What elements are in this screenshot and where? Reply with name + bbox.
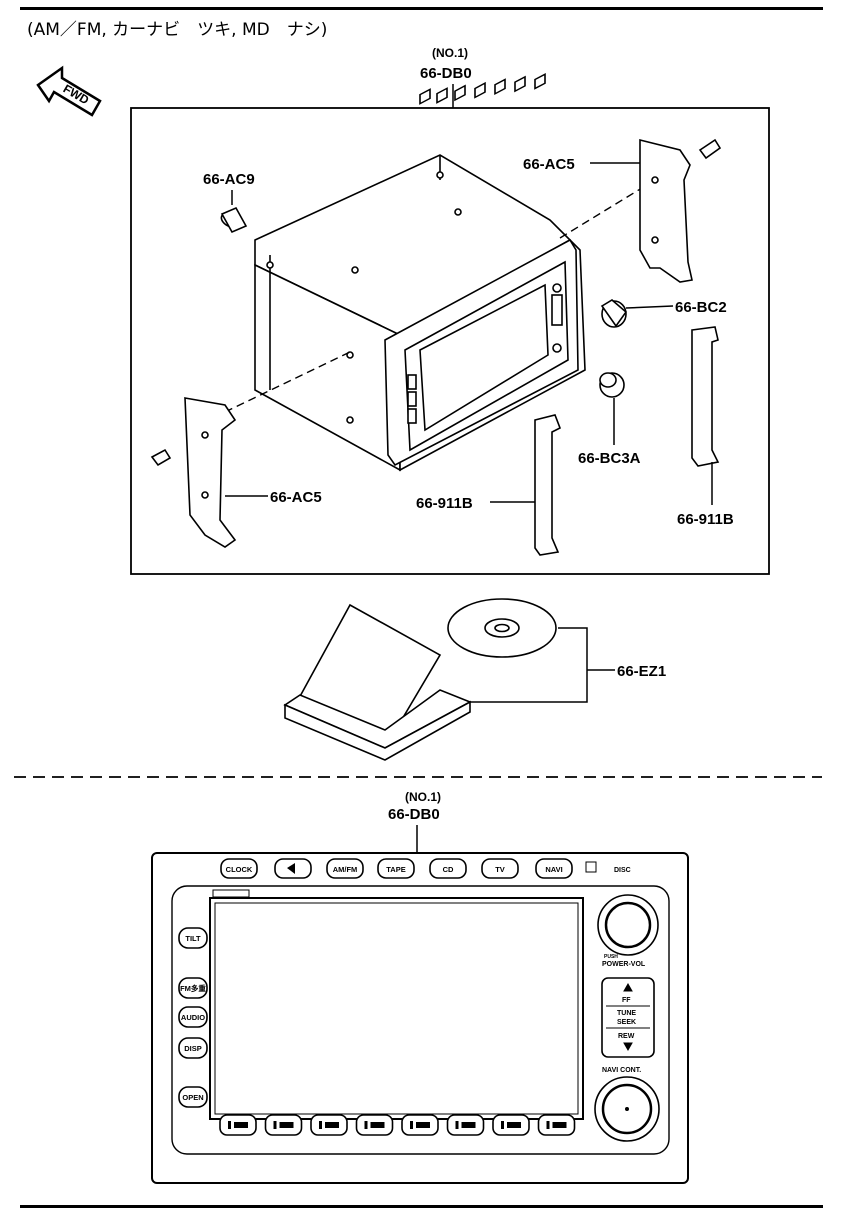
top-button-clock[interactable]: CLOCK — [220, 858, 258, 879]
top-button-tv[interactable]: TV — [481, 858, 519, 879]
fwd-arrow-icon: FWD — [36, 65, 102, 117]
left-button-1[interactable]: FM多重 — [178, 977, 208, 999]
part-ac5-bottom-bracket — [150, 397, 237, 548]
tune-label: TUNE — [617, 1010, 636, 1017]
label-bc3a: 66-BC3A — [578, 450, 641, 467]
soft-key[interactable] — [355, 1114, 394, 1136]
left-button-label: FM多重 — [180, 983, 206, 993]
part-bc2-knob — [600, 299, 628, 328]
left-button-label: DISP — [184, 1044, 202, 1053]
left-button-label: AUDIO — [181, 1013, 205, 1022]
soft-key[interactable] — [264, 1114, 303, 1136]
top-button-label: CLOCK — [226, 865, 253, 874]
left-button-3[interactable]: DISP — [178, 1037, 208, 1059]
rew-label: REW — [618, 1033, 635, 1040]
top-button-label: NAVI — [545, 865, 562, 874]
disc-logo: DISC — [614, 867, 631, 874]
bottom-rule — [20, 1205, 823, 1208]
soft-key[interactable] — [446, 1114, 485, 1136]
top-button-label: TAPE — [386, 865, 405, 874]
seek-label: SEEK — [617, 1019, 636, 1026]
top-button-mode[interactable] — [274, 858, 312, 879]
label-ez1: 66-EZ1 — [617, 663, 666, 680]
exploded-view-frame — [130, 107, 770, 575]
assembly-ref-top: (NO.1) — [432, 46, 468, 60]
label-911b-right: 66-911B — [677, 511, 734, 528]
eject-icon[interactable] — [585, 861, 597, 873]
top-button-navi[interactable]: NAVI — [535, 858, 573, 879]
top-rule — [20, 7, 823, 10]
navigation-unit-body — [254, 72, 586, 472]
section-title: (AM／FM, カーナビ ツキ, MD ナシ) — [27, 20, 327, 40]
left-button-4[interactable]: OPEN — [178, 1086, 208, 1108]
ff-label: FF — [622, 997, 631, 1004]
soft-key[interactable] — [537, 1114, 576, 1136]
navi-controller-knob[interactable] — [594, 1076, 660, 1142]
power-volume-knob[interactable] — [597, 894, 659, 956]
part-911b-right-bracket — [691, 326, 720, 467]
left-button-label: TILT — [185, 934, 201, 943]
soft-key[interactable] — [401, 1114, 439, 1136]
assembly-ref-bottom: (NO.1) — [405, 790, 441, 804]
top-button-label: AM/FM — [333, 865, 358, 874]
left-button-label: OPEN — [182, 1093, 203, 1102]
part-911b-center-bracket — [534, 414, 562, 556]
knob-push-label: PUSH — [604, 954, 618, 960]
soft-key[interactable] — [310, 1114, 348, 1136]
label-911b-center: 66-911B — [416, 495, 473, 512]
tune-seek-rocker[interactable] — [601, 977, 655, 1058]
label-ac9: 66-AC9 — [203, 171, 255, 188]
label-ac5-bottom: 66-AC5 — [270, 489, 322, 506]
left-button-0[interactable]: TILT — [178, 927, 208, 949]
left-button-2[interactable]: AUDIO — [178, 1006, 208, 1028]
top-button-cd[interactable]: CD — [429, 858, 467, 879]
assembly-part-top: 66-DB0 — [420, 65, 472, 82]
top-button-tape[interactable]: TAPE — [377, 858, 415, 879]
power-vol-label: POWER-VOL — [602, 961, 646, 968]
label-bc2: 66-BC2 — [675, 299, 727, 316]
front-panel — [151, 852, 689, 1184]
navi-cont-label: NAVI CONT. — [602, 1067, 641, 1074]
part-bc3a-knob — [599, 372, 625, 398]
part-ac5-top-bracket — [639, 138, 722, 283]
soft-key[interactable] — [492, 1114, 530, 1136]
top-button-label: TV — [495, 865, 505, 874]
top-button-amfm[interactable]: AM/FM — [326, 858, 364, 879]
assembly-part-bottom: 66-DB0 — [388, 806, 440, 823]
soft-key[interactable] — [219, 1114, 257, 1136]
part-ac9-cap — [220, 206, 248, 234]
top-button-label: CD — [443, 865, 454, 874]
part-ez1-disc-and-manual — [283, 598, 557, 761]
label-ac5-top: 66-AC5 — [523, 156, 575, 173]
